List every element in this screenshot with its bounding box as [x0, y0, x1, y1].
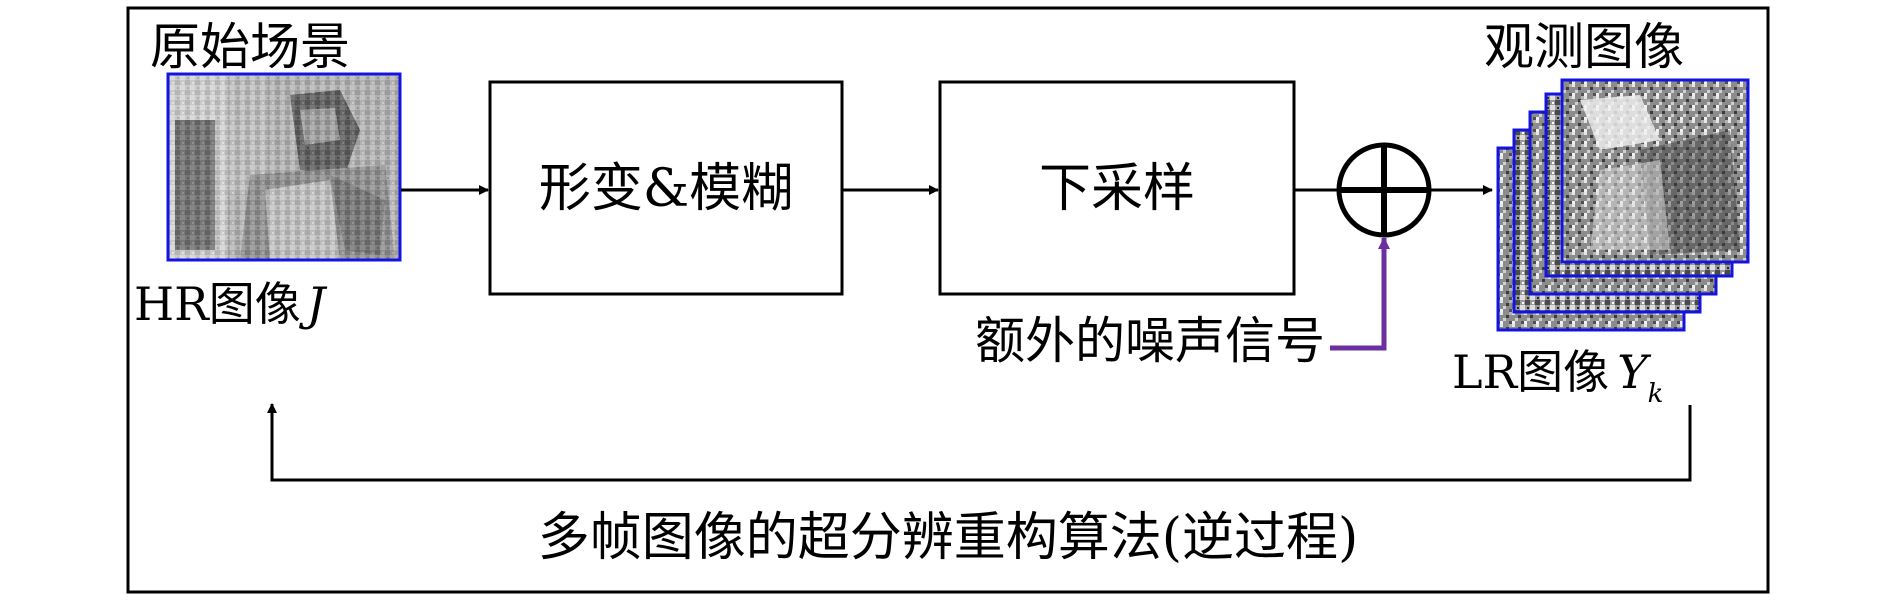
- feedback-arrow: [267, 403, 1692, 482]
- deform-blur-label: 形变&模糊: [539, 159, 793, 219]
- downsample-block: [938, 80, 1296, 296]
- hr-image: [166, 72, 402, 262]
- noise-arrow: [1330, 237, 1390, 351]
- deform-blur-block: [488, 80, 844, 296]
- lr-frame-front: [1560, 78, 1750, 264]
- extra-noise-label: 额外的噪声信号: [975, 312, 1325, 370]
- lr-image-stack: [1496, 78, 1750, 332]
- outer-frame: [126, 6, 1770, 594]
- inverse-process-label: 多帧图像的超分辨重构算法(逆过程): [538, 508, 1359, 568]
- circled-plus-icon: [1336, 142, 1432, 238]
- downsample-label: 下采样: [1039, 159, 1195, 219]
- observed-images-label: 观测图像: [1484, 18, 1684, 76]
- original-scene-label: 原始场景: [150, 18, 350, 76]
